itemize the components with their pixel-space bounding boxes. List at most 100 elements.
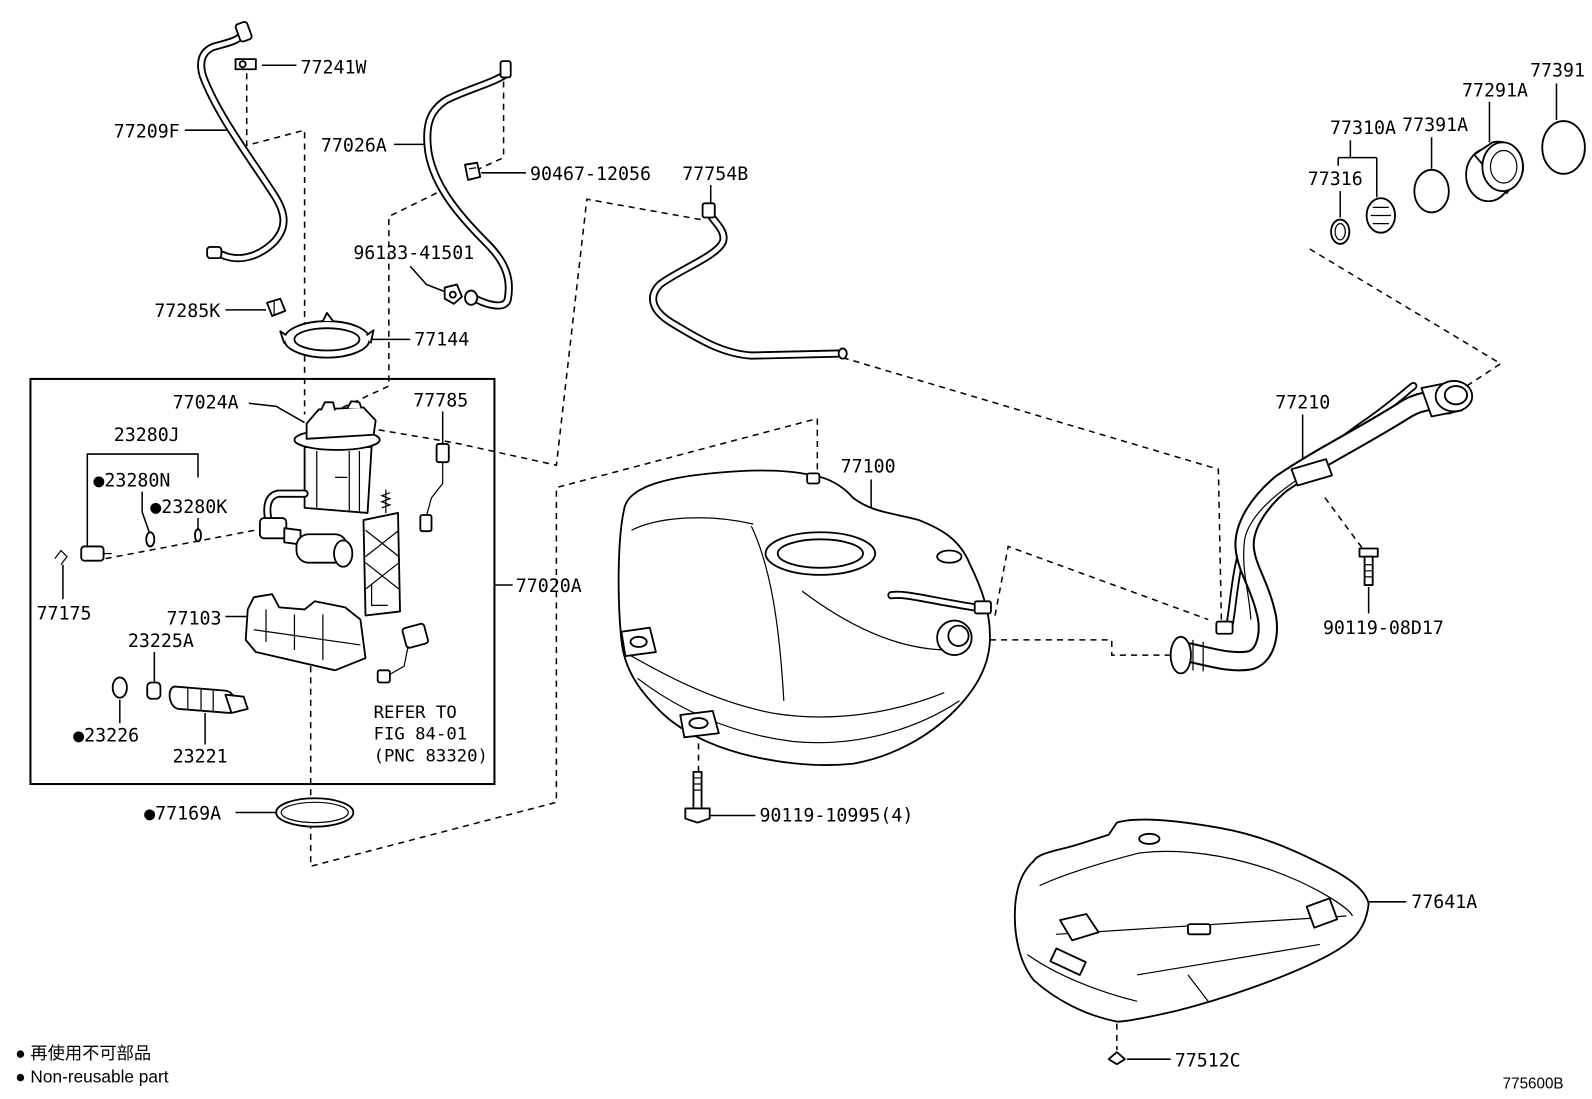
- pump-bracket-77103: [244, 593, 367, 672]
- clip-96133-41501: [443, 283, 463, 305]
- float-bracket: [370, 585, 388, 606]
- label-23226: ●23226: [73, 725, 139, 746]
- tank-mount-bottom: [679, 710, 720, 739]
- sender-connector: [435, 442, 450, 464]
- label-90467-12056: 90467-12056: [530, 164, 651, 185]
- gasket-77391: [1541, 120, 1586, 175]
- harness-connector-body: [401, 622, 429, 649]
- fuel-pump-ribs: [187, 688, 214, 712]
- heat-shield-slot-left: [1049, 947, 1087, 976]
- fuel-level-float: [362, 489, 401, 617]
- tank-body: [617, 469, 991, 766]
- bracket-23280J: [86, 453, 199, 547]
- float-spring: [380, 489, 392, 513]
- label-77391A: 77391A: [1402, 115, 1468, 136]
- o-ring-23280K: [194, 528, 202, 543]
- label-77316: 77316: [1308, 169, 1363, 190]
- tank-vent-pipe-bore: [889, 592, 977, 610]
- leader-23280N: [141, 491, 150, 533]
- harness-wire: [389, 645, 409, 675]
- label-23221: 23221: [173, 747, 228, 768]
- hose-77754B-end: [837, 347, 848, 360]
- label-77175: 77175: [37, 604, 92, 625]
- gasket-77391-outer: [1541, 120, 1586, 175]
- gasket-inner: [280, 801, 349, 824]
- tank-filler-inlet: [947, 624, 970, 647]
- label-77144: 77144: [414, 329, 469, 350]
- bolt-10995-head: [684, 807, 711, 824]
- wire-harness-connector: [376, 622, 429, 684]
- clip-77241W-hole: [238, 60, 247, 69]
- label-23280K: ●23280K: [150, 497, 227, 518]
- bracket-77285K: [266, 297, 287, 317]
- label-23280J: 23280J: [114, 425, 180, 446]
- float-mesh: [365, 529, 400, 590]
- label-77754B: 77754B: [682, 164, 748, 185]
- gasket-77391A: [1413, 168, 1450, 214]
- regulator-cap: [333, 539, 354, 568]
- label-77020A: 77020A: [516, 576, 582, 597]
- fuel-cap-77310A: [1365, 197, 1396, 234]
- pump-lower-body: [303, 446, 373, 514]
- filler-neck-bore: [1443, 385, 1469, 406]
- pump-bracket-body: [244, 593, 367, 672]
- clip-90467-12056: [464, 161, 482, 181]
- reference-note-line-1: REFER TO: [374, 703, 457, 723]
- dashed-line-77754B-to-filler-pipe: [842, 356, 1223, 622]
- connector-23280-body: [80, 545, 105, 562]
- label-77210: 77210: [1275, 392, 1330, 413]
- o-ring-23226: [111, 676, 128, 699]
- float-body: [362, 512, 401, 617]
- heat-shield-tab: [1186, 923, 1212, 936]
- label-90119-10995: 90119-10995(4): [759, 806, 913, 827]
- hose-77026A-top-connector: [499, 60, 512, 79]
- hose-77209F: [197, 20, 288, 263]
- tank-mount-bottom-hole: [688, 717, 709, 730]
- tank-mount-left-hole: [629, 635, 648, 648]
- heat-shield-pad: [1059, 913, 1100, 942]
- regulator-inlet: [259, 517, 288, 540]
- fuel-pressure-regulator: [259, 517, 354, 568]
- label-77169A: ●77169A: [144, 804, 221, 825]
- figure-id: 775600B: [1503, 1076, 1564, 1093]
- reference-note-line-3: (PNC 83320): [374, 747, 488, 767]
- tank-boss-right: [936, 549, 963, 564]
- cap-housing-bore: [1489, 149, 1518, 184]
- bolt-10995-threads: [693, 777, 702, 791]
- fuel-pump-sub-assembly-frame: [29, 377, 496, 786]
- clip-96133-hole: [448, 290, 457, 299]
- tank-lower-rim: [637, 677, 960, 744]
- legend-non-reusable-jp: ● 再使用不可部品: [15, 1043, 151, 1063]
- dashed-line-77026A-to-clip: [478, 81, 505, 170]
- gasket-77169A: [275, 797, 355, 828]
- o-ring-77316-inner: [1334, 222, 1346, 241]
- label-77103: 77103: [167, 609, 222, 630]
- label-77785: 77785: [413, 390, 468, 411]
- heat-shield-slot-right: [1305, 897, 1339, 929]
- dashed-line-tank-to-filler-upper: [994, 545, 1209, 621]
- filler-pipe-centerline: [1243, 464, 1321, 620]
- dashed-line-23280-parts-axis: [105, 527, 267, 560]
- reference-note: REFER TO FIG 84-01 (PNC 83320): [374, 703, 488, 767]
- bolt-08D17-head: [1358, 547, 1379, 558]
- retainer-ring-inner: [293, 327, 361, 352]
- clip-77241W: [234, 58, 257, 71]
- label-77026A: 77026A: [321, 135, 387, 156]
- clip-77512C-body: [1107, 1051, 1126, 1066]
- fuel-pump-terminal: [224, 693, 249, 714]
- label-77100: 77100: [841, 456, 896, 477]
- pump-top-fittings: [320, 400, 363, 411]
- clip-90467-tab: [468, 167, 477, 170]
- heat-shield-body: [1013, 818, 1370, 1023]
- tank-pump-opening: [776, 538, 864, 569]
- bolt-08D17-threads: [1364, 564, 1373, 578]
- label-77241W: 77241W: [301, 57, 367, 78]
- bolt-90119-08D17: [1358, 547, 1379, 586]
- clip-77175: [54, 549, 68, 566]
- label-77024A: 77024A: [173, 392, 239, 413]
- hose-77026A: [423, 60, 513, 310]
- filler-pipe-77210: [1169, 380, 1474, 675]
- hose-77754B-bore: [650, 209, 841, 358]
- hose-77026A-bore: [425, 71, 512, 308]
